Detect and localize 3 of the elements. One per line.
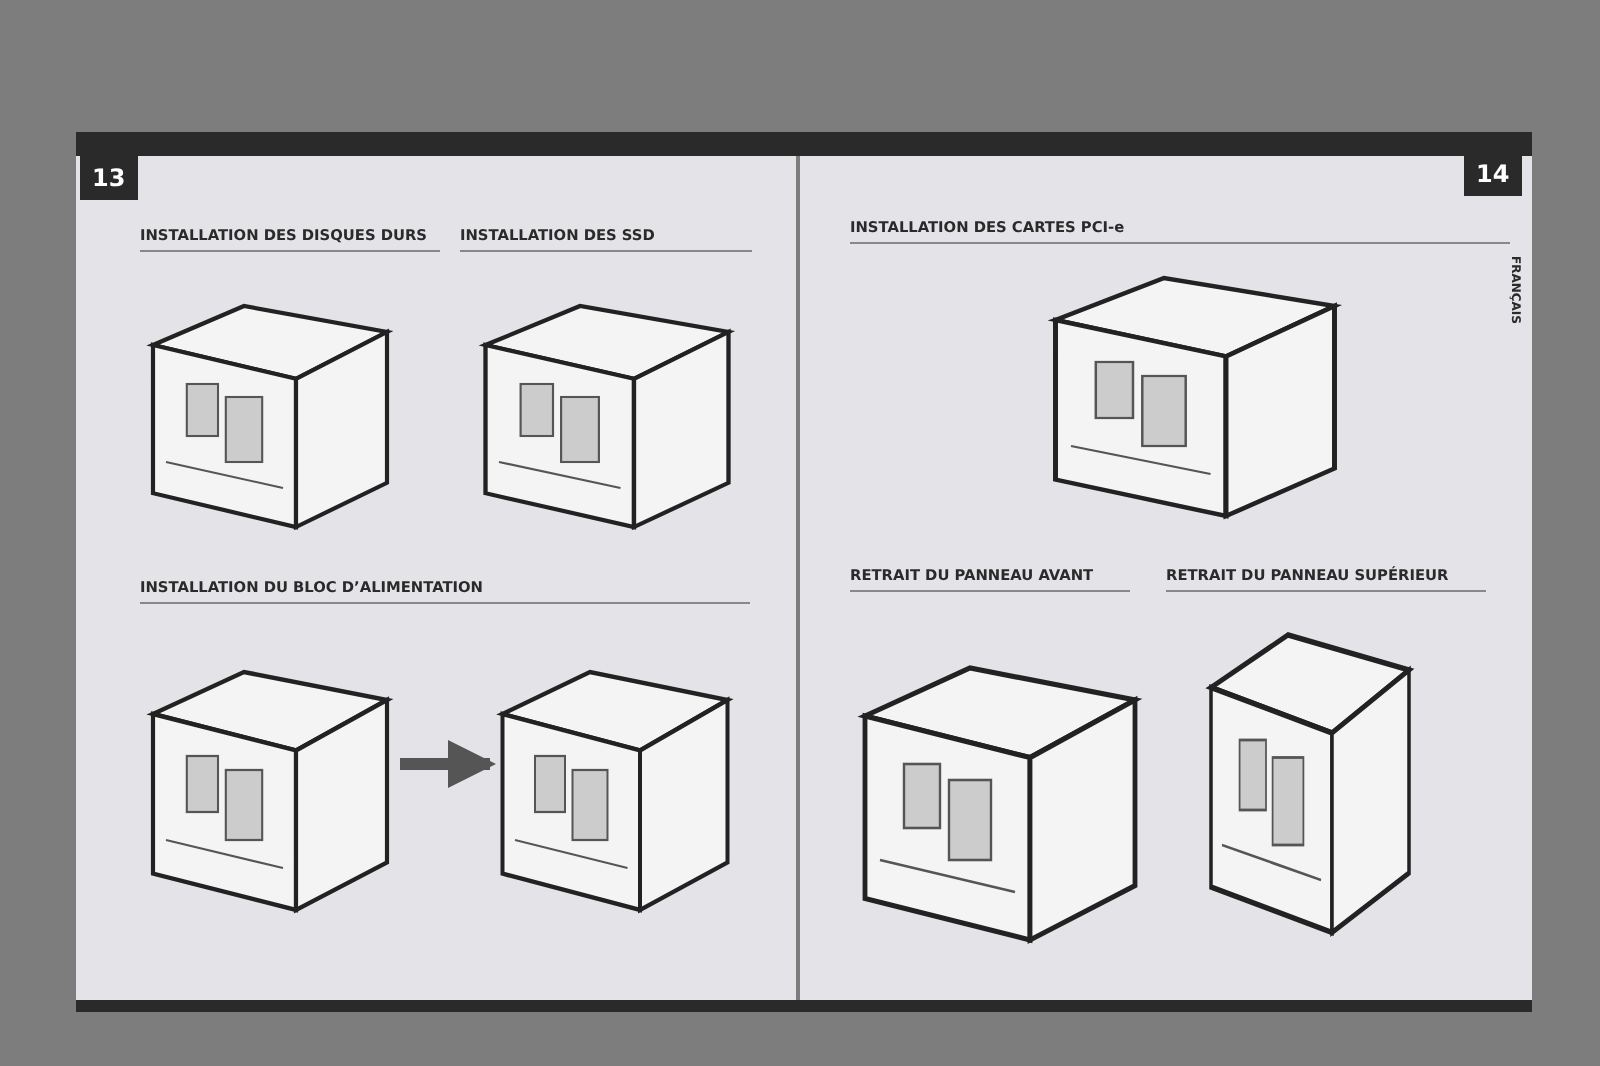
arrow [400,740,496,788]
page-number: 14 [1464,152,1522,196]
page-number: 13 [80,156,138,200]
